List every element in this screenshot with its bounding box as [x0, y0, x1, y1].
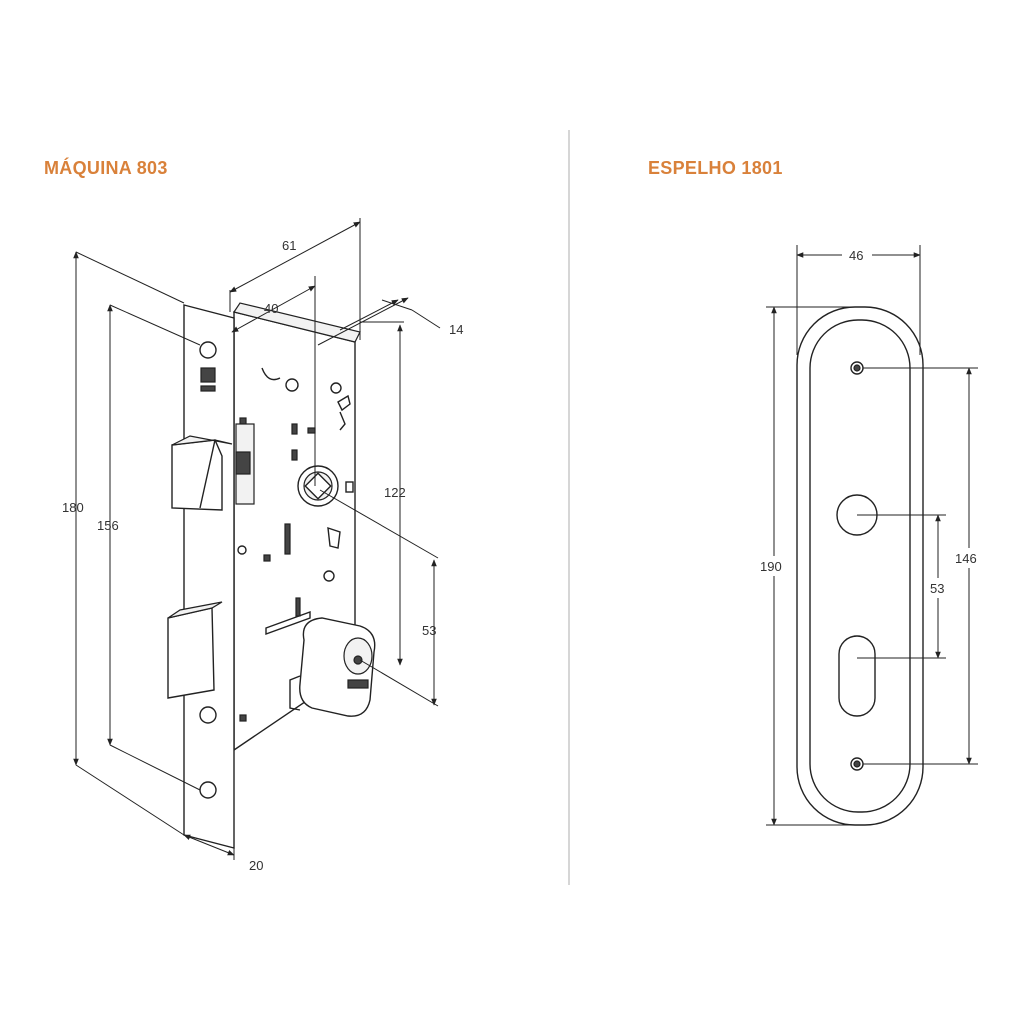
lever: [265, 611, 311, 635]
latch-bolt: [171, 439, 223, 511]
faceplate-screw-hole: [199, 341, 217, 359]
brand-text: [200, 385, 216, 392]
dim-label-156: 156: [97, 518, 119, 533]
dim-line-20: [183, 834, 235, 856]
latch-bevel: [199, 439, 216, 509]
body-tab: [327, 526, 341, 549]
body-slot: [345, 481, 354, 493]
dim-label-20: 20: [249, 858, 263, 873]
body-hole: [330, 382, 342, 394]
maquina-title: MÁQUINA 803: [44, 158, 168, 178]
body-notch: [261, 367, 281, 381]
dim-line-61: [229, 221, 361, 293]
espelho-title: ESPELHO 1801: [648, 158, 783, 178]
escutcheon-drawing: 46 190 146 53: [758, 245, 986, 826]
cylinder-logo: [347, 679, 369, 689]
ext-line: [109, 744, 201, 791]
brand-logo: [200, 367, 216, 383]
ext-line: [359, 659, 439, 707]
mortise-lock-drawing: 61 40 14 180 156 122 53 20: [62, 218, 463, 873]
latch-spring: [235, 451, 251, 475]
escutcheon-outer: [796, 306, 924, 826]
body-tab: [339, 411, 346, 431]
dim-line-14: [381, 299, 413, 311]
dim-arrow-14b: [339, 299, 399, 331]
dim-label-122: 122: [384, 485, 406, 500]
escutcheon-inner: [809, 319, 911, 813]
body-slot: [263, 554, 271, 562]
dim-label-14: 14: [449, 322, 463, 337]
screw-top-center: [853, 364, 861, 372]
dim-label-180: 180: [62, 500, 84, 515]
ext-line: [319, 489, 439, 559]
dim-label-40: 40: [264, 301, 278, 316]
faceplate-screw-hole: [199, 706, 217, 724]
dim-label-bg: [842, 245, 872, 265]
ext-line: [75, 251, 185, 304]
dim-label-190: 190: [760, 559, 782, 574]
cylinder-cam: [289, 675, 301, 711]
ext-line: [75, 764, 185, 836]
lever-pin: [295, 597, 301, 617]
key-slot: [838, 635, 876, 717]
body-hole: [323, 570, 335, 582]
latch-bolt-top: [171, 435, 233, 446]
ext-line: [109, 304, 201, 346]
body-slot: [284, 523, 291, 555]
body-slot: [239, 417, 247, 425]
dead-bolt: [167, 607, 215, 699]
dim-label-bg: [758, 556, 790, 576]
dim-label-bg: [926, 578, 950, 598]
dim-label-46: 46: [849, 248, 863, 263]
body-slot: [291, 423, 298, 435]
dim-leader-14: [411, 309, 441, 329]
dim-label-61: 61: [282, 238, 296, 253]
keyhole-icon: [353, 655, 363, 665]
dim-label-146: 146: [955, 551, 977, 566]
dim-label-53-left: 53: [422, 623, 436, 638]
dead-bolt-top: [167, 601, 223, 619]
body-slot: [239, 714, 247, 722]
body-hole: [237, 545, 247, 555]
dim-line-40: [231, 285, 316, 333]
body-hole: [285, 378, 299, 392]
body-slot: [291, 449, 298, 461]
screw-bottom-center: [853, 760, 861, 768]
body-slot: [307, 427, 316, 434]
body-tab: [337, 394, 351, 412]
dim-label-bg: [952, 548, 986, 568]
dim-label-53-right: 53: [930, 581, 944, 596]
